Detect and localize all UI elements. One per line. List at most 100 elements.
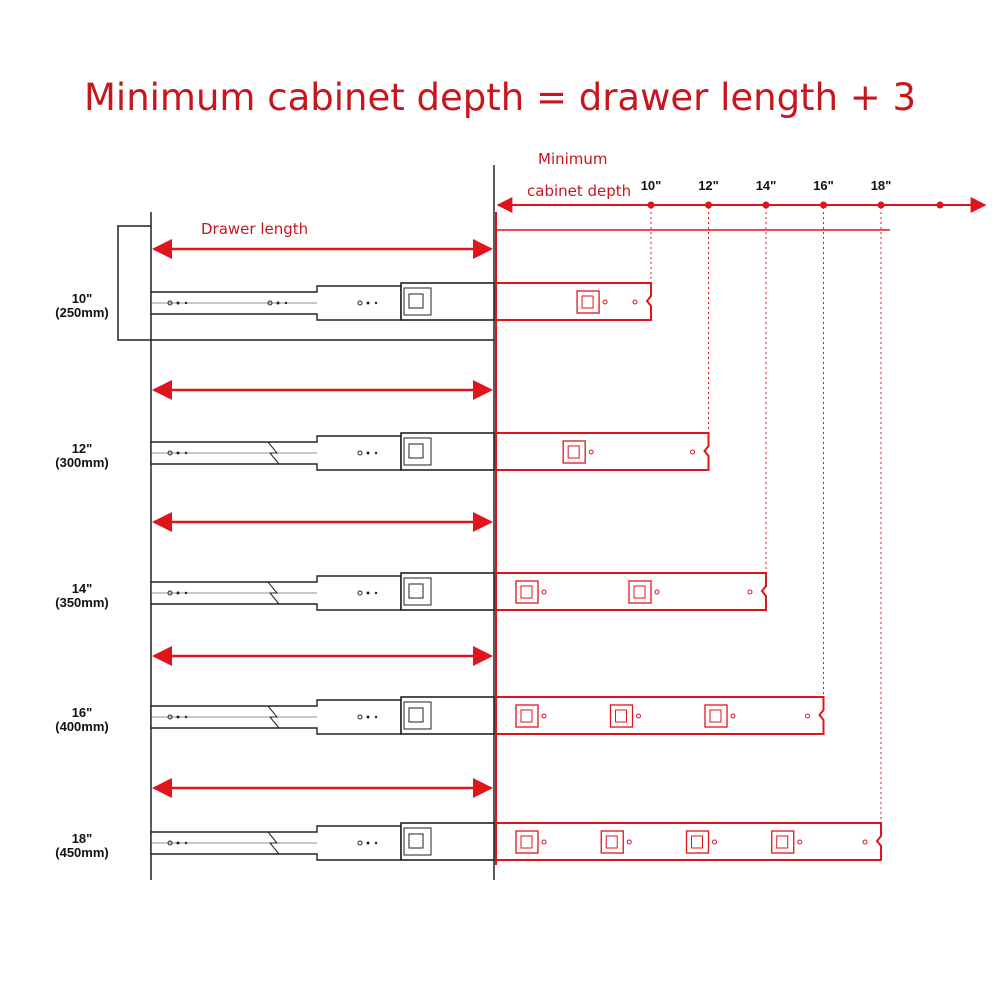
mount-hole bbox=[267, 300, 273, 306]
slide-bracket bbox=[403, 827, 432, 856]
extension-hole bbox=[730, 713, 736, 719]
axis-tick-label: 10" bbox=[641, 178, 662, 193]
extension-hole bbox=[602, 299, 608, 305]
extension-bracket bbox=[562, 440, 586, 464]
extension-hole bbox=[636, 713, 641, 719]
mount-hole bbox=[176, 301, 180, 305]
slide-size-inch: 16" bbox=[72, 705, 93, 720]
slide-row-16: 16"(400mm) bbox=[55, 646, 825, 735]
mount-hole bbox=[374, 591, 378, 595]
mount-hole bbox=[184, 451, 188, 455]
extension-bracket bbox=[771, 830, 795, 854]
axis-tick-dot bbox=[647, 201, 655, 209]
axis-tick-label: 14" bbox=[756, 178, 777, 193]
depth-axis-ticks: 10"12"14"16"18" bbox=[641, 178, 892, 823]
slide-size-mm: (300mm) bbox=[55, 455, 108, 470]
mount-hole bbox=[374, 301, 378, 305]
mount-hole bbox=[366, 591, 370, 595]
axis-tick-label: 16" bbox=[813, 178, 834, 193]
extension-bracket bbox=[685, 830, 710, 854]
mount-hole bbox=[276, 301, 280, 305]
min-depth-label-line1: Minimum bbox=[538, 150, 608, 168]
mount-hole bbox=[374, 451, 378, 455]
slide-extension bbox=[496, 696, 825, 735]
slide-bracket-inner bbox=[408, 583, 424, 599]
extension-bracket bbox=[515, 580, 539, 604]
cabinet-box-outline bbox=[117, 225, 494, 341]
axis-tick-label: 18" bbox=[871, 178, 892, 193]
extension-hole bbox=[712, 839, 717, 845]
mount-hole bbox=[176, 715, 180, 719]
mount-hole bbox=[176, 451, 180, 455]
extension-bracket bbox=[609, 704, 634, 728]
mount-hole bbox=[357, 714, 363, 720]
mount-hole bbox=[284, 301, 288, 305]
extension-bracket-inner bbox=[605, 835, 618, 849]
extension-hole bbox=[797, 839, 803, 845]
mount-hole bbox=[167, 840, 173, 846]
break-mark bbox=[267, 441, 280, 465]
slide-size-inch: 18" bbox=[72, 831, 93, 846]
mount-hole bbox=[357, 590, 363, 596]
extension-bracket bbox=[515, 704, 539, 728]
extension-hole bbox=[654, 589, 660, 595]
extension-end-hole bbox=[805, 713, 810, 719]
slide-extension bbox=[496, 572, 767, 611]
slide-extension bbox=[496, 432, 710, 471]
mount-hole bbox=[167, 714, 173, 720]
extension-bracket-inner bbox=[520, 835, 533, 849]
axis-tick-dot bbox=[762, 201, 770, 209]
slide-bracket-inner bbox=[408, 293, 424, 309]
mount-hole bbox=[184, 301, 188, 305]
break-mark bbox=[267, 705, 280, 729]
extension-bracket-inner bbox=[776, 835, 789, 849]
extension-bracket-inner bbox=[567, 445, 580, 459]
slide-front-block bbox=[400, 822, 495, 861]
slide-size-mm: (250mm) bbox=[55, 305, 108, 320]
mount-hole bbox=[167, 590, 173, 596]
mount-hole bbox=[357, 840, 363, 846]
mount-hole bbox=[176, 591, 180, 595]
extension-hole bbox=[541, 713, 547, 719]
slide-bracket bbox=[403, 287, 432, 316]
extension-end-hole bbox=[862, 839, 868, 845]
page-title: Minimum cabinet depth = drawer length + … bbox=[84, 76, 916, 119]
extension-hole bbox=[588, 449, 594, 455]
mount-hole bbox=[167, 450, 173, 456]
axis-tick-dot bbox=[820, 201, 827, 209]
extension-bracket-inner bbox=[615, 709, 627, 723]
slide-row-10: 10"(250mm) bbox=[55, 239, 652, 321]
slide-size-inch: 10" bbox=[72, 291, 93, 306]
slide-extension bbox=[496, 822, 882, 861]
mount-hole bbox=[374, 715, 378, 719]
extension-bracket bbox=[576, 290, 600, 314]
extension-bracket-inner bbox=[520, 709, 533, 723]
mount-hole bbox=[366, 451, 370, 455]
slide-size-mm: (350mm) bbox=[55, 595, 108, 610]
mount-hole bbox=[366, 841, 370, 845]
extension-end-hole bbox=[690, 449, 695, 455]
extension-bracket-inner bbox=[581, 295, 594, 309]
mount-hole bbox=[184, 841, 188, 845]
axis-tick-dot bbox=[877, 201, 885, 209]
extension-bracket-inner bbox=[520, 585, 533, 599]
slide-extension bbox=[496, 282, 652, 321]
mount-hole bbox=[374, 841, 378, 845]
extension-bracket-inner bbox=[709, 709, 722, 723]
slide-bracket-inner bbox=[408, 707, 424, 723]
drawer-length-label: Drawer length bbox=[201, 220, 308, 238]
slide-front-block bbox=[400, 282, 495, 321]
slide-bracket bbox=[403, 577, 432, 606]
slide-front-block bbox=[400, 696, 495, 735]
min-depth-label-line2: cabinet depth bbox=[527, 182, 631, 200]
mount-hole bbox=[366, 301, 370, 305]
slide-row-18: 18"(450mm) bbox=[55, 778, 882, 861]
extension-bracket bbox=[600, 830, 624, 854]
mount-hole bbox=[184, 715, 188, 719]
extension-bracket bbox=[704, 704, 728, 728]
mount-hole bbox=[366, 715, 370, 719]
mount-hole bbox=[176, 841, 180, 845]
slide-bracket-inner bbox=[408, 833, 424, 849]
